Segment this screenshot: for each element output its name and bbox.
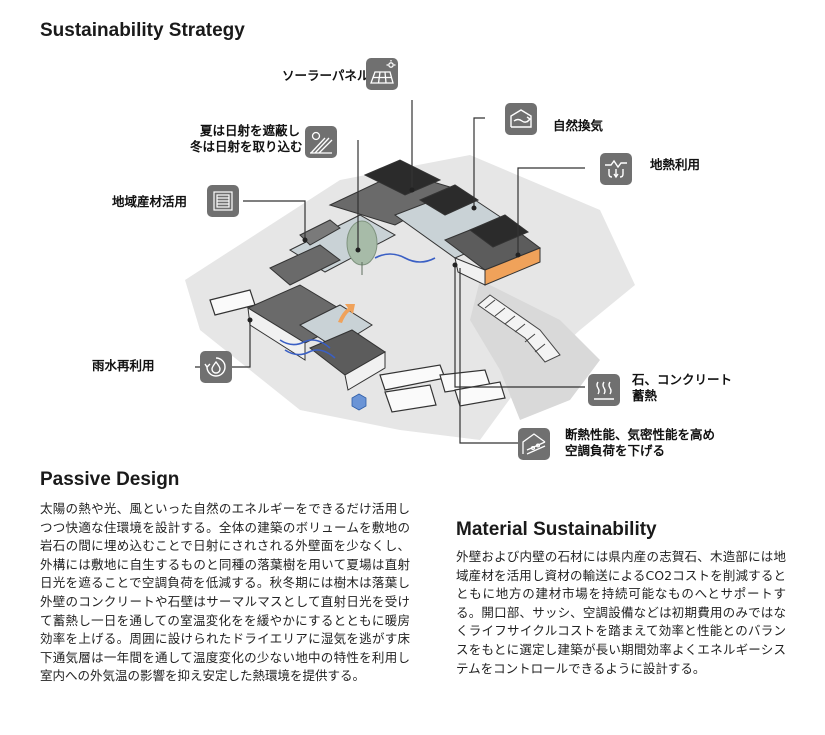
label-natural-ventilation: 自然換気 <box>553 118 604 133</box>
heat-storage-icon <box>588 374 620 406</box>
material-sustainability-title: Material Sustainability <box>456 519 657 540</box>
rainwater-flow <box>279 253 436 359</box>
geothermal-icon <box>600 153 632 185</box>
west-wing <box>246 284 386 391</box>
ventilation-icon <box>505 103 537 135</box>
material-sustainability-text: 外壁および内壁の石材には県内産の志賀石、木造部には地域産材を活用し資材の輸送によ… <box>456 549 786 676</box>
label-sun-shading: 夏は日射を遮蔽し 冬は日射を取り込む <box>190 123 303 155</box>
sun-shade-icon <box>305 126 337 158</box>
sustainability-diagram: ソーラーパネル 夏は日射を遮蔽し 冬は日射を取り込む 地域産材活用 自然換気 地… <box>92 58 732 460</box>
label-insulation-line1: 断熱性能、気密性能を高め <box>565 427 716 442</box>
retaining-walls <box>209 289 506 413</box>
passive-design-title: Passive Design <box>40 469 180 490</box>
label-rainwater-reuse: 雨水再利用 <box>92 358 155 373</box>
label-sun-shading-line1: 夏は日射を遮蔽し <box>199 123 300 138</box>
label-thermal-mass-line1: 石、コンクリート <box>632 372 733 387</box>
label-thermal-mass-line2: 蓄熱 <box>632 388 658 403</box>
deciduous-tree <box>346 220 378 275</box>
stairs <box>477 294 561 363</box>
passive-design-text: 太陽の熱や光、風といった自然のエネルギーをできるだけ活用しつつ快適な住環境を設計… <box>40 501 410 684</box>
solar-panel-icon <box>366 58 398 90</box>
page-title: Sustainability Strategy <box>40 20 245 41</box>
main-wing <box>269 159 542 286</box>
insulation-icon <box>518 428 550 460</box>
label-solar-panel: ソーラーパネル <box>282 68 370 83</box>
label-geothermal: 地熱利用 <box>650 157 701 172</box>
label-local-materials: 地域産材活用 <box>112 194 188 209</box>
label-insulation: 断熱性能、気密性能を高め 空調負荷を下げる <box>565 427 715 459</box>
label-sun-shading-line2: 冬は日射を取り込む <box>190 139 303 154</box>
label-thermal-mass: 石、コンクリート 蓄熱 <box>632 372 732 404</box>
scale-cube <box>351 393 367 411</box>
label-insulation-line2: 空調負荷を下げる <box>565 443 666 458</box>
timber-icon <box>207 185 239 217</box>
warm-air-arrow <box>338 304 355 323</box>
building-isometric <box>185 100 635 444</box>
rainwater-icon <box>200 351 232 383</box>
